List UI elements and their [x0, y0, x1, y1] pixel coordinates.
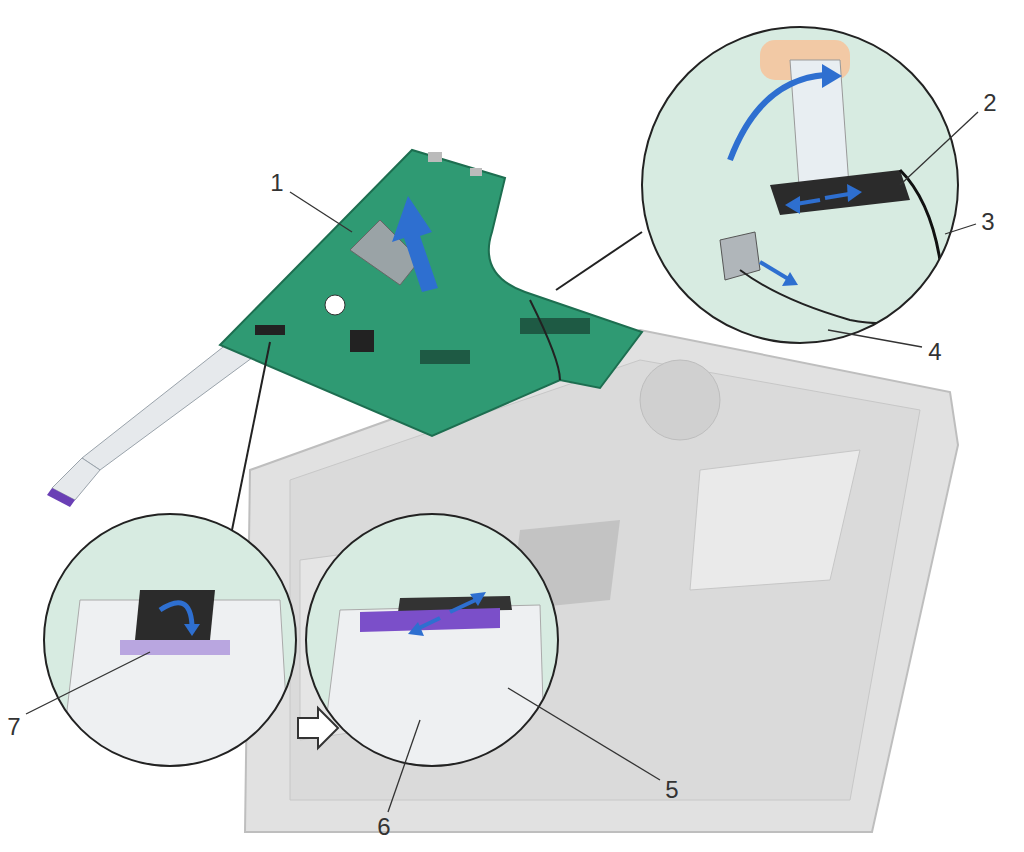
callout-holder: 4: [928, 340, 941, 364]
callout-number: 1: [270, 169, 283, 196]
callout-number: 2: [983, 89, 996, 116]
zoom-circle-top: [556, 20, 970, 360]
callout-number: 5: [665, 776, 678, 803]
callout-number: 3: [981, 208, 994, 235]
callout-number: 4: [928, 338, 941, 365]
callout-number: 7: [7, 713, 20, 740]
zoom-circle-left: [40, 342, 300, 770]
callout-holder: 5: [665, 778, 678, 802]
leader-lines: [26, 112, 978, 812]
ribbon-cable: [47, 340, 260, 507]
callout-number: 6: [377, 813, 390, 840]
callout-holder: 3: [981, 210, 994, 234]
callout-holder: 6: [377, 815, 390, 839]
system-board: [220, 150, 642, 436]
step-arrow: [298, 708, 338, 748]
palmrest-base: [245, 330, 958, 832]
callout-holder: 1: [270, 171, 283, 195]
callout-holder: 2: [983, 91, 996, 115]
zoom-circle-right: [300, 510, 570, 770]
lift-arrow: [392, 196, 438, 292]
callout-holder: 7: [7, 715, 20, 739]
display-cable: [530, 300, 560, 380]
